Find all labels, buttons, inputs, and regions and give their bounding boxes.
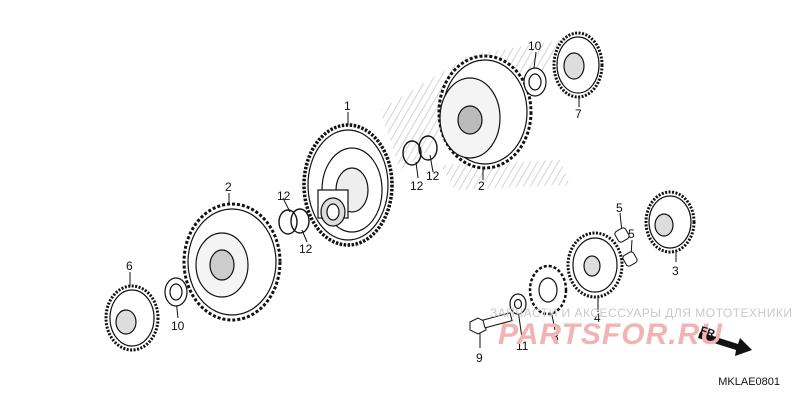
callout-3: 3 — [672, 264, 679, 278]
callout-5-upper: 5 — [616, 201, 623, 215]
part-6-gear — [104, 284, 160, 352]
part-7-gear — [552, 31, 604, 99]
part-11-washer — [509, 293, 527, 315]
callout-10-upper: 10 — [528, 39, 542, 53]
callout-12-a: 12 — [277, 189, 291, 203]
callout-6: 6 — [126, 259, 133, 273]
forward-direction-arrow — [698, 332, 752, 356]
watermark-text: ЗАПЧАСТИ И АКСЕССУАРЫ ДЛЯ МОТОТЕХНИКИ — [490, 306, 793, 320]
part-2-left-drum — [182, 202, 282, 322]
callout-5-lower: 5 — [628, 227, 635, 241]
part-8-ratchet-plate — [528, 264, 568, 316]
part-3-gear — [644, 190, 696, 254]
part-4-gear — [566, 231, 624, 299]
callout-9: 9 — [476, 351, 483, 365]
part-12-rings — [278, 135, 438, 235]
callout-7: 7 — [575, 107, 582, 121]
callout-10-lower: 10 — [171, 319, 185, 333]
part-10-washers — [164, 67, 547, 307]
callout-2-right: 2 — [478, 179, 485, 193]
callout-12-c: 12 — [410, 179, 424, 193]
part-5-springs — [614, 227, 638, 267]
callout-2-left: 2 — [225, 180, 232, 194]
callout-8: 8 — [552, 330, 559, 344]
part-1-primary-driven-gear — [302, 123, 394, 247]
callout-12-b: 12 — [299, 242, 313, 256]
watermark-logo: PARTSFOR.RU — [498, 318, 723, 351]
part-2-right-drum — [437, 54, 533, 170]
callout-11: 11 — [516, 339, 529, 353]
diagram-code: MKLAE0801 — [718, 376, 780, 388]
callout-4: 4 — [594, 311, 601, 325]
callout-12-d: 12 — [426, 169, 440, 183]
part-9-bolt — [469, 312, 513, 335]
callout-1: 1 — [344, 99, 351, 113]
